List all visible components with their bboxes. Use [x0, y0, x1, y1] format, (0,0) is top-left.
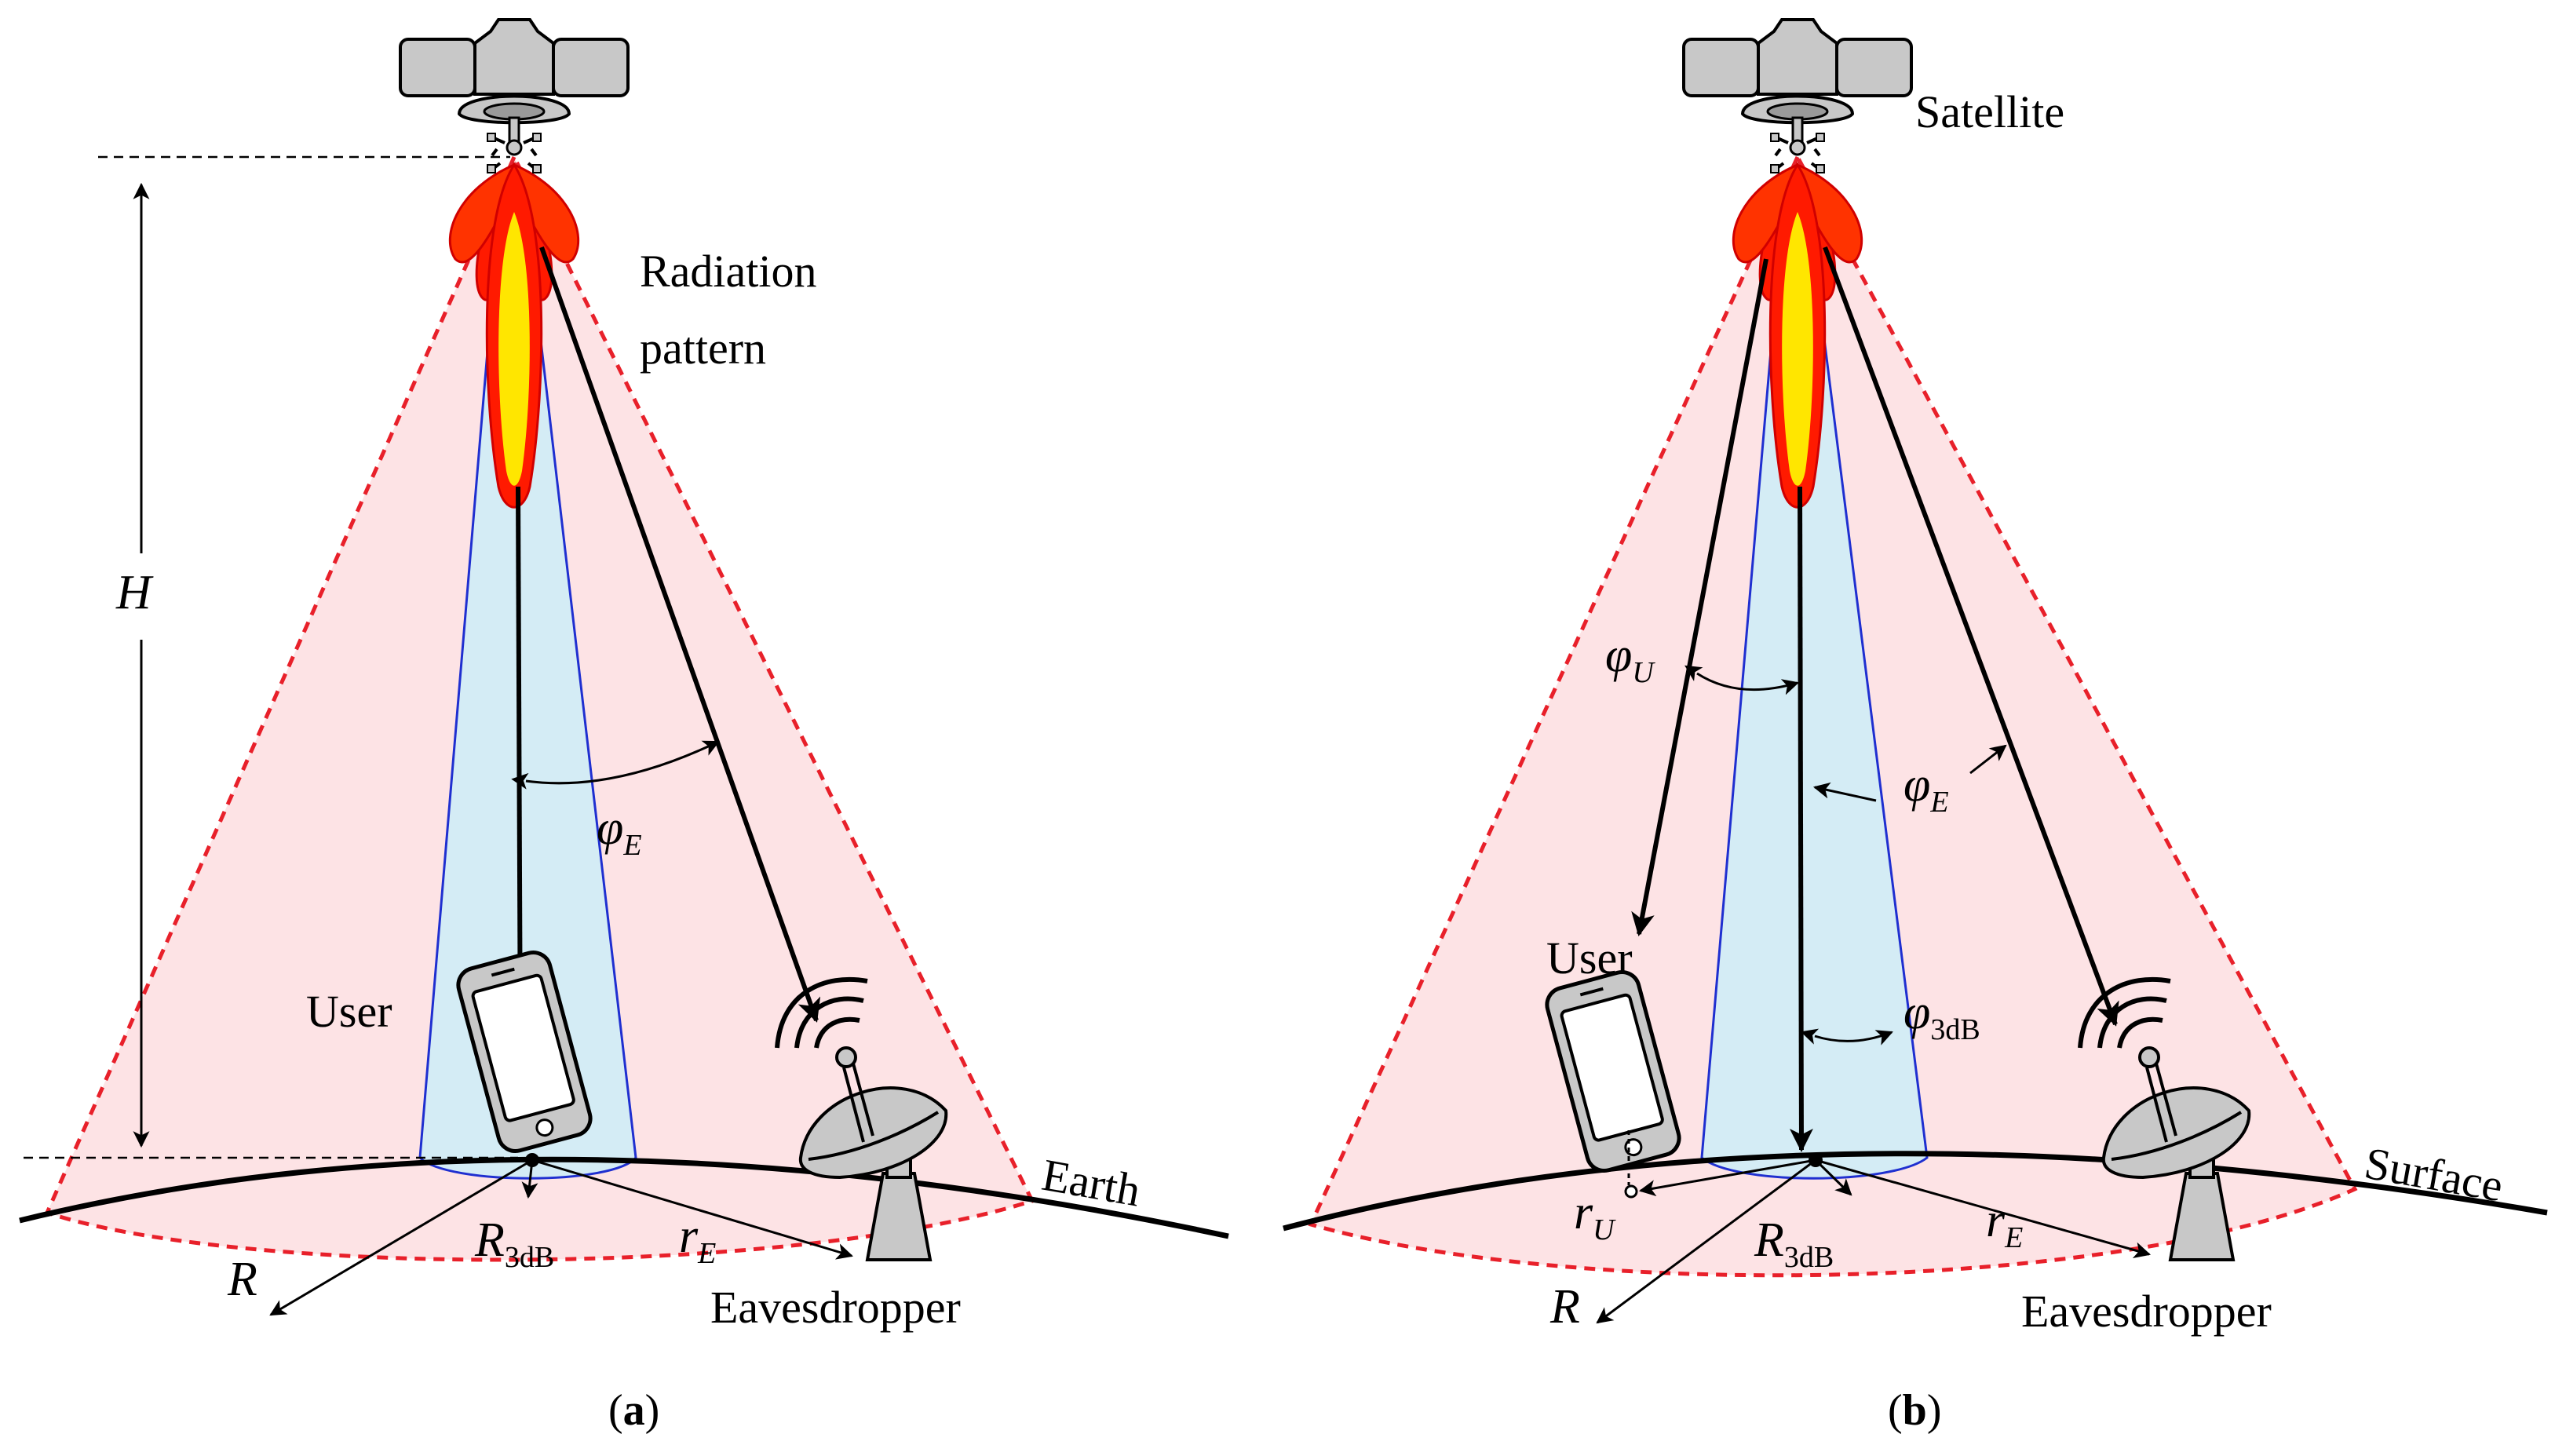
label-r3db-b: R3dB — [1754, 1213, 1834, 1274]
label-earth: Earth — [1038, 1149, 1144, 1217]
label-phi-e-b: φE — [1903, 758, 1949, 819]
label-phi-u-b: φU — [1605, 629, 1655, 689]
label-phi-e-a: φE — [597, 801, 642, 862]
label-user-a: User — [306, 986, 392, 1037]
angle-phi-e-arrow-left-b — [1812, 782, 1877, 802]
label-eavesdropper-a: Eavesdropper — [710, 1282, 961, 1333]
satellite-icon — [399, 18, 630, 174]
label-re-b: rE — [1986, 1194, 2023, 1254]
ru-arrow-b — [1638, 1159, 1816, 1197]
label-re-a: rE — [679, 1210, 716, 1270]
surface-curve-b — [1283, 1151, 2548, 1232]
caption-a: (a) — [608, 1386, 659, 1435]
label-height: H — [115, 566, 154, 619]
label-radiation-line2: pattern — [640, 323, 766, 374]
angle-phi-u-arc-b — [1684, 665, 1800, 695]
label-phi-3db-b: φ3dB — [1903, 986, 1980, 1046]
panel-b: Satellite User Surface Eavesdropper φU φ… — [1283, 18, 2548, 1435]
beam-cone-b — [1700, 312, 1929, 1180]
radius-arrow-b — [1596, 1159, 1816, 1324]
label-radius-a: R — [227, 1253, 257, 1306]
user-projection-dot-b — [1624, 1184, 1638, 1199]
radius-arrow-a — [269, 1159, 533, 1316]
beam-to-eavesdropper-arrow-a — [539, 246, 821, 1023]
label-radiation-line1: Radiation — [640, 246, 817, 297]
panel-a: Radiation pattern H User Earth Eavesdrop… — [19, 18, 1229, 1435]
label-r3db-a: R3dB — [474, 1213, 554, 1274]
angle-phi-3db-arc-b — [1800, 1028, 1893, 1045]
re-arrow-b — [1815, 1159, 2152, 1258]
label-radius-b: R — [1549, 1280, 1580, 1334]
label-ru-b: rU — [1574, 1186, 1616, 1246]
label-surface: Surface — [2361, 1137, 2507, 1212]
angle-phi-e-arc-a — [511, 740, 720, 790]
label-user-b: User — [1546, 932, 1633, 983]
r3db-arrow-a — [521, 1159, 538, 1199]
beam-center-arrow-b — [1789, 486, 1813, 1152]
angle-phi-e-arrow-right-b — [1969, 744, 2007, 775]
earth-curve-a — [19, 1156, 1229, 1239]
caption-b: (b) — [1888, 1386, 1941, 1435]
label-satellite: Satellite — [1915, 86, 2064, 137]
beam-to-user-arrow-b — [1631, 258, 1768, 936]
r3db-arrow-b — [1814, 1159, 1852, 1196]
label-eavesdropper-b: Eavesdropper — [2021, 1286, 2272, 1337]
satellite-icon-b — [1682, 18, 1913, 174]
beam-to-eavesdropper-arrow-b — [1823, 246, 2119, 1027]
re-arrow-a — [531, 1159, 854, 1260]
